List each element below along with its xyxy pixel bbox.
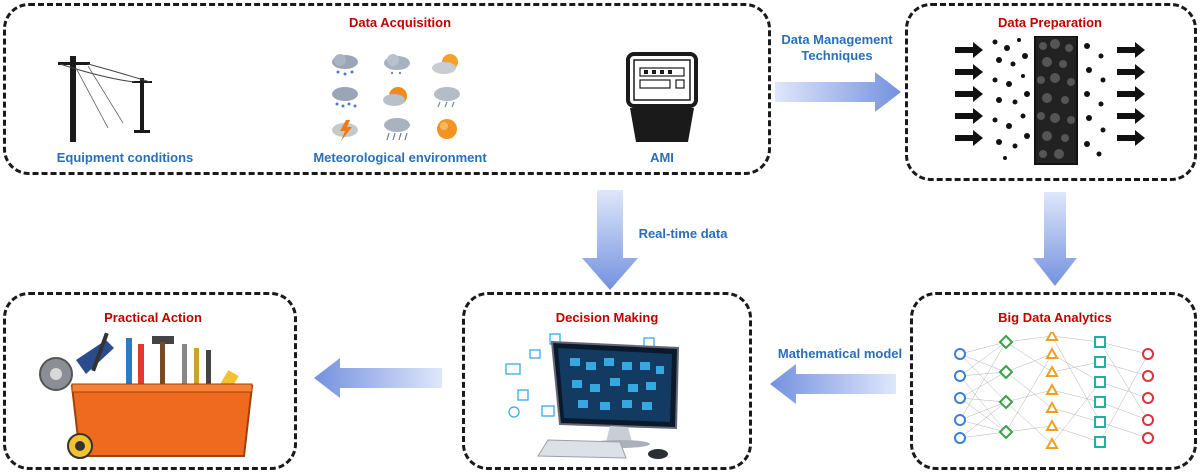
realtime-data-label: Real-time data	[638, 226, 728, 241]
mathematical-model-label: Mathematical model	[777, 346, 903, 361]
practical-action-title: Practical Action	[104, 310, 202, 325]
decision-making-box	[462, 292, 752, 470]
meteorological-environment-label: Meteorological environment	[313, 150, 487, 165]
snow-cloud-icon	[332, 87, 358, 108]
cloud-icon	[384, 54, 410, 75]
data-acquisition-title: Data Acquisition	[348, 15, 452, 30]
toolbox-icon	[39, 332, 254, 459]
ami-label: AMI	[650, 150, 674, 165]
decision-making-title: Decision Making	[555, 310, 659, 325]
arrow-realtime-data	[582, 190, 638, 290]
rain-cloud-icon	[332, 54, 358, 76]
equipment-conditions-label: Equipment conditions	[56, 150, 194, 165]
arrow-to-analytics	[1033, 192, 1077, 286]
practical-action-box	[3, 292, 297, 470]
weather-icons-grid	[328, 52, 468, 142]
data-management-label: Data Management Techniques	[781, 32, 893, 63]
big-data-analytics-box	[910, 292, 1197, 470]
sleet-cloud-icon	[434, 87, 460, 108]
sun-storm-icon	[383, 87, 407, 106]
thunderstorm-icon	[332, 120, 358, 141]
arrow-to-action	[314, 358, 442, 398]
sun-cloud-icon	[432, 54, 458, 74]
data-preparation-box	[905, 3, 1197, 181]
data-preparation-title: Data Preparation	[997, 15, 1103, 30]
arrow-to-decision	[770, 364, 896, 404]
smart-meter-icon	[626, 52, 698, 142]
sun-icon	[437, 119, 457, 139]
power-pole-icon	[58, 56, 152, 142]
neural-network-icon	[954, 332, 1154, 449]
big-data-analytics-title: Big Data Analytics	[998, 310, 1112, 325]
arrow-to-preparation	[775, 72, 901, 112]
rain-icon	[384, 118, 410, 141]
data-acquisition-box	[3, 3, 771, 175]
computer-icon	[505, 333, 680, 459]
data-filter-icon	[955, 36, 1145, 165]
